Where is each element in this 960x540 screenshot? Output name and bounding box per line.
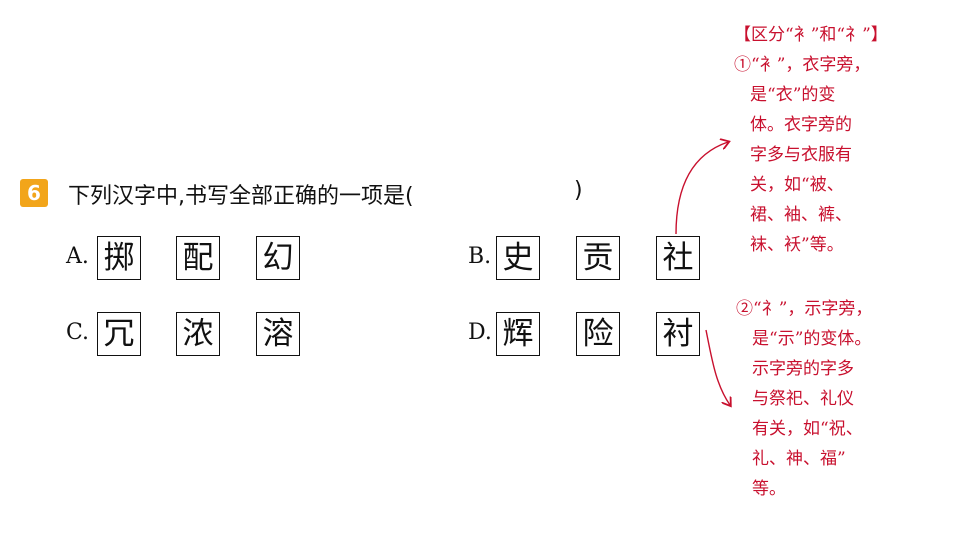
note1-line: 体。衣字旁的 [750, 115, 852, 135]
option-a-letter: A. [66, 244, 89, 269]
note1-line: 裙、袖、裤、 [750, 205, 852, 225]
note2-line: 有关，如“祝、 [752, 419, 863, 439]
option-d-letter: D. [468, 320, 492, 345]
note1-line: 【区分“衤”和“礻”】 [734, 25, 888, 45]
option-b-char-3: 社 [656, 236, 700, 280]
annotation-shi-radical: ②“礻”，示字旁， 是“示”的变体。 示字旁的字多 与祭祀、礼仪 有关，如“祝、… [736, 294, 872, 504]
option-c-char-3: 溶 [256, 312, 300, 356]
option-b-char-2: 贡 [576, 236, 620, 280]
note1-line: 字多与衣服有 [750, 145, 852, 165]
note2-line: 礼、神、福” [752, 449, 846, 469]
question-number-badge: 6 [20, 179, 48, 207]
arrow-to-note1 [675, 142, 728, 235]
option-a-char-2: 配 [176, 236, 220, 280]
option-b-letter: B. [468, 244, 492, 269]
annotation-yi-radical: 【区分“衤”和“礻”】 ①“衤”，衣字旁， 是“衣”的变 体。衣字旁的 字多与衣… [734, 20, 888, 260]
option-d-char-1: 辉 [496, 312, 540, 356]
note2-line: 是“示”的变体。 [752, 329, 872, 349]
note1-line: 是“衣”的变 [750, 85, 836, 105]
option-c-char-2: 浓 [176, 312, 220, 356]
note1-line: 关，如“被、 [750, 175, 844, 195]
answer-paren-close: ) [574, 178, 583, 203]
question-text: 下列汉字中,书写全部正确的一项是( [68, 184, 414, 209]
option-c-char-1: 冗 [97, 312, 141, 356]
arrow-to-note2 [705, 329, 730, 405]
option-d-char-3: 衬 [656, 312, 700, 356]
note2-line: 示字旁的字多 [752, 359, 854, 379]
option-b-char-1: 史 [496, 236, 540, 280]
option-a-char-3: 幻 [256, 236, 300, 280]
option-c-letter: C. [66, 320, 90, 345]
note2-line: 与祭祀、礼仪 [752, 389, 854, 409]
option-a-char-1: 掷 [97, 236, 141, 280]
note1-line: ①“衤”，衣字旁， [734, 55, 871, 75]
note1-line: 袜、袄”等。 [750, 235, 844, 255]
note2-line: 等。 [752, 479, 786, 499]
note2-line: ②“礻”，示字旁， [736, 299, 873, 319]
option-d-char-2: 险 [576, 312, 620, 356]
